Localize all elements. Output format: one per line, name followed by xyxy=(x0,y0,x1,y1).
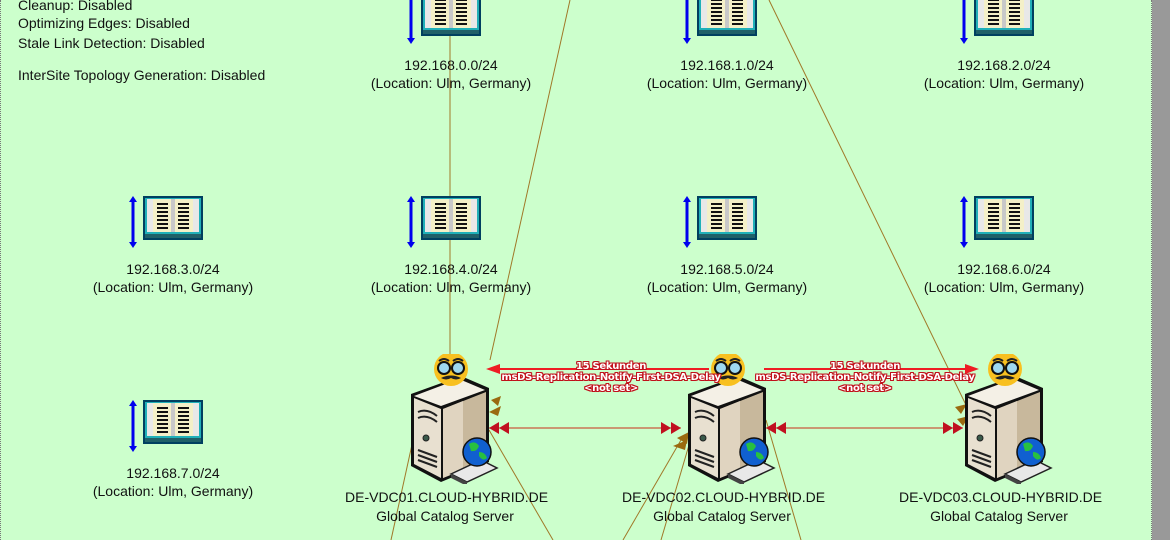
server-icon xyxy=(955,352,1075,489)
connection-arrowhead xyxy=(943,422,953,434)
subnet-direction-arrow-icon xyxy=(407,0,415,44)
server-icon xyxy=(401,352,521,489)
subnet-book-icon xyxy=(697,0,757,36)
site-info-cleanup: Cleanup: Disabled xyxy=(18,0,133,13)
subnet-node[interactable]: 192.168.6.0/24 (Location: Ulm, Germany) xyxy=(894,196,1114,296)
site-link-arrowhead xyxy=(491,396,501,406)
dc-name: DE-VDC02.CLOUD-HYBRID.DE xyxy=(622,489,826,505)
connection-arrowhead xyxy=(671,422,681,434)
subnet-name: 192.168.7.0/24 xyxy=(126,465,220,481)
subnet-direction-arrow-icon xyxy=(683,196,691,248)
domain-controller-node[interactable]: DE-VDC03.CLOUD-HYBRID.DE Global Catalog S… xyxy=(899,350,1103,526)
canvas-frame xyxy=(1152,0,1170,540)
site-info-intersite-topology: InterSite Topology Generation: Disabled xyxy=(18,67,266,83)
subnet-book-icon xyxy=(421,0,481,36)
subnet-location: (Location: Ulm, Germany) xyxy=(923,75,1085,91)
disguise-face-icon xyxy=(988,352,1022,386)
subnet-location: (Location: Ulm, Germany) xyxy=(923,279,1085,295)
domain-controller-node[interactable]: DE-VDC01.CLOUD-HYBRID.DE Global Catalog S… xyxy=(345,350,549,526)
subnet-node[interactable]: 192.168.1.0/24 (Location: Ulm, Germany) xyxy=(617,0,837,92)
globe-icon xyxy=(449,437,499,486)
disguise-face-icon xyxy=(434,352,468,386)
replication-attribute: msDS-Replication-Notify-First-DSA-Delay xyxy=(501,372,721,383)
subnet-location: (Location: Ulm, Germany) xyxy=(92,483,254,499)
connection-arrowhead xyxy=(776,422,786,434)
subnet-book-icon xyxy=(974,0,1034,36)
subnet-name: 192.168.4.0/24 xyxy=(404,261,498,277)
replication-interval: 15 Sekunden xyxy=(829,361,901,372)
replication-value: <not set> xyxy=(584,383,638,394)
replication-notify-arrowhead xyxy=(486,364,500,374)
subnet-location: (Location: Ulm, Germany) xyxy=(370,279,532,295)
subnet-node[interactable]: 192.168.5.0/24 (Location: Ulm, Germany) xyxy=(617,196,837,296)
subnet-book-icon xyxy=(143,196,203,240)
subnet-name: 192.168.5.0/24 xyxy=(680,261,774,277)
site-link-arrowhead xyxy=(673,440,687,450)
site-link-line xyxy=(622,439,682,540)
subnet-location: (Location: Ulm, Germany) xyxy=(646,75,808,91)
subnet-book-icon xyxy=(143,400,203,444)
site-link-arrowhead xyxy=(489,406,501,416)
subnet-location: (Location: Ulm, Germany) xyxy=(646,279,808,295)
subnet-node[interactable]: 192.168.0.0/24 (Location: Ulm, Germany) xyxy=(341,0,561,92)
site-link-line xyxy=(768,0,967,406)
connection-arrowhead xyxy=(766,422,776,434)
replication-interval: 15 Sekunden xyxy=(575,361,647,372)
subnet-node[interactable]: 192.168.2.0/24 (Location: Ulm, Germany) xyxy=(894,0,1114,92)
dc-name: DE-VDC01.CLOUD-HYBRID.DE xyxy=(345,489,549,505)
replication-notify-arrowhead xyxy=(965,364,979,374)
site-info-optimizing-edges: Optimizing Edges: Disabled xyxy=(18,15,190,31)
site-info-stale-link-detection: Stale Link Detection: Disabled xyxy=(18,35,205,51)
replication-attribute: msDS-Replication-Notify-First-DSA-Delay xyxy=(755,372,975,383)
subnet-direction-arrow-icon xyxy=(129,400,137,452)
subnet-location: (Location: Ulm, Germany) xyxy=(370,75,532,91)
subnet-book-icon xyxy=(697,196,757,240)
replication-label: 15 Sekunden msDS-Replication-Notify-Firs… xyxy=(755,361,975,394)
site-link-arrowhead xyxy=(955,404,967,414)
dc-role: Global Catalog Server xyxy=(376,508,514,524)
subnet-node[interactable]: 192.168.4.0/24 (Location: Ulm, Germany) xyxy=(341,196,561,296)
replication-label: 15 Sekunden msDS-Replication-Notify-Firs… xyxy=(501,361,721,394)
server-icon xyxy=(678,352,798,489)
dc-role: Global Catalog Server xyxy=(653,508,791,524)
dc-name: DE-VDC03.CLOUD-HYBRID.DE xyxy=(899,489,1103,505)
subnet-direction-arrow-icon xyxy=(960,0,968,44)
subnet-name: 192.168.6.0/24 xyxy=(957,261,1051,277)
connection-arrowhead xyxy=(953,422,963,434)
subnet-name: 192.168.0.0/24 xyxy=(404,57,498,73)
subnet-name: 192.168.3.0/24 xyxy=(126,261,220,277)
subnet-direction-arrow-icon xyxy=(683,0,691,44)
subnet-name: 192.168.1.0/24 xyxy=(680,57,774,73)
connection-arrowhead xyxy=(661,422,671,434)
subnet-node[interactable]: 192.168.3.0/24 (Location: Ulm, Germany) xyxy=(63,196,283,296)
subnet-name: 192.168.2.0/24 xyxy=(957,57,1051,73)
subnet-direction-arrow-icon xyxy=(960,196,968,248)
replication-value: <not set> xyxy=(838,383,892,394)
globe-icon xyxy=(726,437,776,486)
dc-role: Global Catalog Server xyxy=(930,508,1068,524)
domain-controller-node[interactable]: DE-VDC02.CLOUD-HYBRID.DE Global Catalog S… xyxy=(622,350,826,526)
subnet-location: (Location: Ulm, Germany) xyxy=(92,279,254,295)
subnet-book-icon xyxy=(974,196,1034,240)
subnet-direction-arrow-icon xyxy=(407,196,415,248)
globe-icon xyxy=(1003,437,1053,486)
site-link-line xyxy=(488,429,554,540)
subnet-node[interactable]: 192.168.7.0/24 (Location: Ulm, Germany) xyxy=(63,400,283,500)
subnet-direction-arrow-icon xyxy=(129,196,137,248)
subnet-book-icon xyxy=(421,196,481,240)
connection-arrowhead xyxy=(489,422,499,434)
connection-arrowhead xyxy=(499,422,509,434)
site-link-line xyxy=(765,419,802,540)
site-link-line xyxy=(660,444,690,540)
disguise-face-icon xyxy=(711,352,745,386)
site-link-line xyxy=(390,439,414,540)
site-link-line xyxy=(489,0,571,361)
